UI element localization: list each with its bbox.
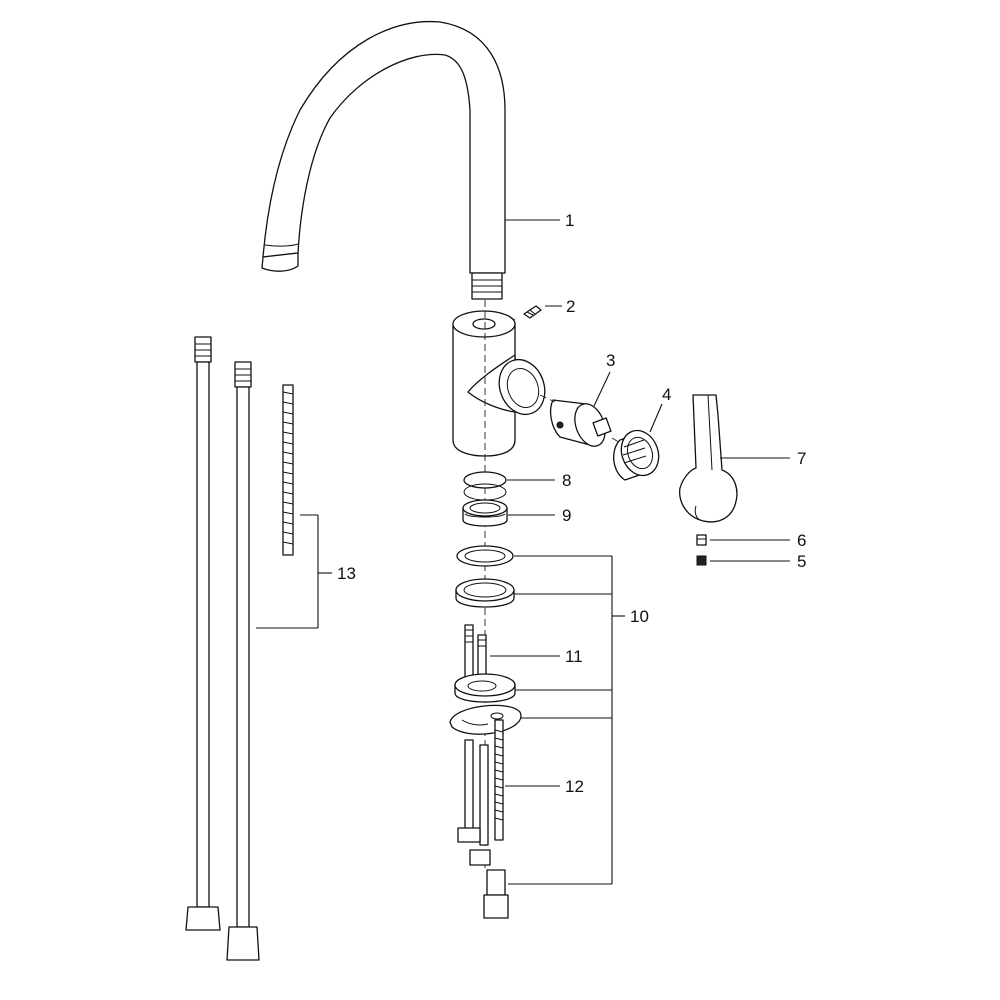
supply-hose-left-part [185, 336, 221, 931]
callout-2: 2 [566, 297, 575, 316]
callout-labels: 1 2 3 4 5 6 7 8 9 10 11 12 13 [337, 211, 806, 796]
rubber-gasket-part [455, 578, 515, 608]
cap-nut-part [696, 555, 707, 566]
o-ring-part [463, 471, 507, 501]
cartridge-part [539, 394, 612, 447]
set-screw-small-part [696, 534, 707, 546]
callout-3: 3 [606, 351, 615, 370]
callout-11: 11 [565, 647, 583, 666]
callout-9: 9 [562, 506, 571, 525]
leader-lines [256, 219, 790, 885]
support-washer-part [454, 673, 516, 703]
callout-10: 10 [630, 607, 649, 626]
horseshoe-plate-part [449, 704, 522, 735]
callout-12: 12 [565, 777, 584, 796]
flat-washer-part [456, 545, 514, 567]
supply-hose-right-part [226, 361, 260, 961]
callout-6: 6 [797, 531, 806, 550]
faucet-body-part [452, 310, 546, 457]
spout-part [261, 20, 506, 274]
callout-4: 4 [662, 385, 671, 404]
threaded-ring-part [462, 499, 508, 527]
callout-8: 8 [562, 471, 571, 490]
lever-handle-part [679, 394, 738, 523]
callout-13: 13 [337, 564, 356, 583]
spout-connector-part [471, 272, 503, 300]
callout-1: 1 [565, 211, 574, 230]
threaded-rod-part [282, 384, 294, 556]
callout-5: 5 [797, 552, 806, 571]
callout-7: 7 [797, 449, 806, 468]
bonnet-nut-part [611, 429, 660, 481]
mounting-rods-part [457, 719, 509, 919]
